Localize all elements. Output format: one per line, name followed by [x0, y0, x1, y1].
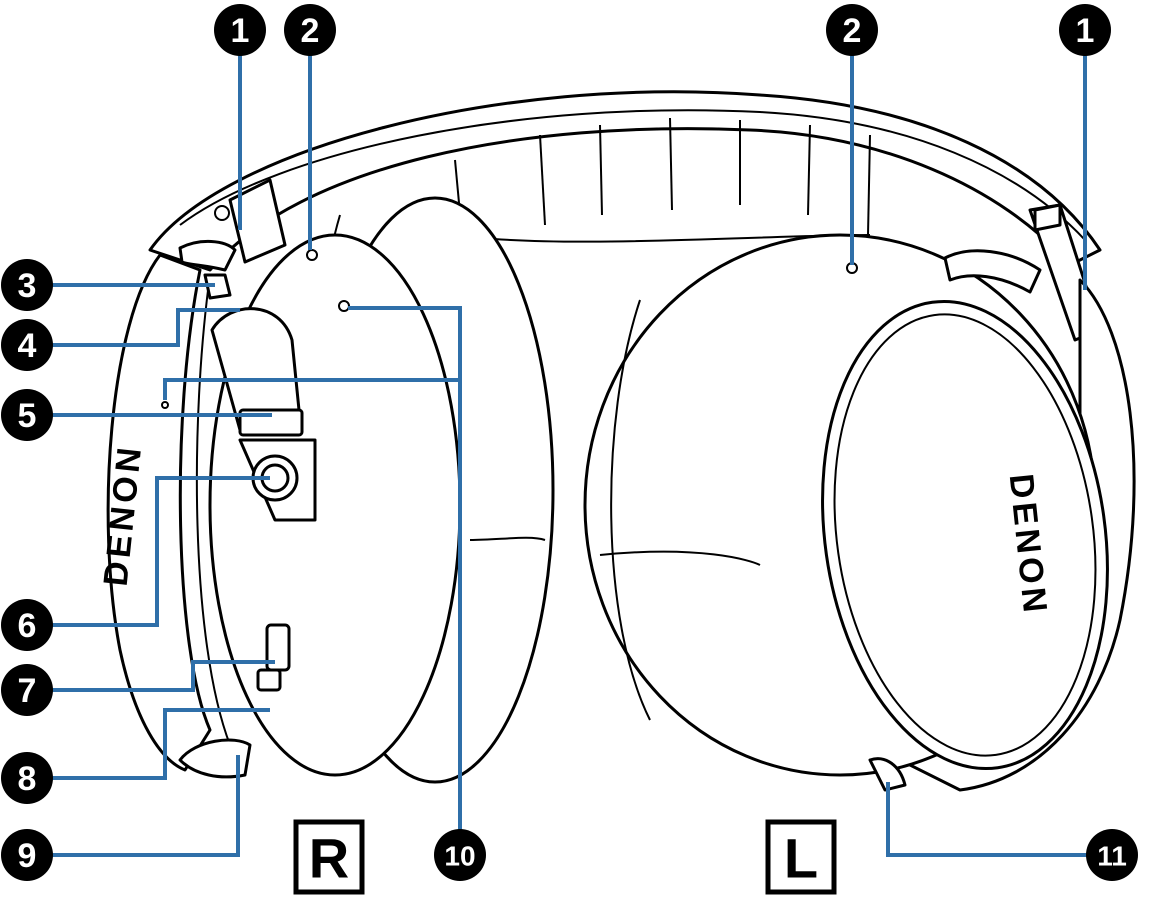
- callout-badges: 1 2 2 1 3 4 5 6: [1, 4, 1138, 881]
- svg-text:11: 11: [1097, 841, 1127, 872]
- callout-9: 9: [1, 829, 53, 881]
- leader-7: [40, 660, 275, 692]
- svg-text:3: 3: [18, 267, 37, 305]
- callout-2-left: 2: [826, 4, 878, 56]
- callout-6: 6: [1, 599, 53, 651]
- right-slider: [214, 178, 287, 264]
- side-label-right-text: R: [309, 827, 349, 890]
- svg-text:1: 1: [231, 12, 250, 50]
- svg-text:9: 9: [18, 837, 37, 875]
- callout-1-left: 1: [1059, 4, 1111, 56]
- leader-10-a: [348, 306, 462, 835]
- svg-text:8: 8: [18, 760, 37, 798]
- callout-8: 8: [1, 752, 53, 804]
- right-earcup: DENON: [97, 196, 555, 784]
- callout-7: 7: [1, 664, 53, 716]
- leader-8: [40, 708, 270, 780]
- leader-11: [886, 782, 1100, 857]
- leader-lines: [40, 52, 1100, 857]
- callout-10: 10: [434, 829, 486, 881]
- callout-4: 4: [1, 319, 53, 371]
- callout-11: 11: [1086, 829, 1138, 881]
- side-label-left: L: [765, 819, 837, 895]
- leader-10-b: [163, 378, 460, 400]
- leader-4: [40, 308, 240, 347]
- svg-text:5: 5: [18, 397, 37, 435]
- side-label-right: R: [293, 819, 365, 895]
- leader-6: [40, 476, 270, 627]
- leader-9: [40, 755, 240, 857]
- side-label-left-text: L: [784, 827, 818, 890]
- headband: [148, 90, 1102, 272]
- svg-text:10: 10: [444, 841, 475, 872]
- svg-text:2: 2: [301, 12, 320, 50]
- svg-text:2: 2: [843, 12, 862, 50]
- svg-text:6: 6: [18, 607, 37, 645]
- svg-text:7: 7: [18, 672, 37, 710]
- callout-5: 5: [1, 389, 53, 441]
- svg-text:1: 1: [1076, 12, 1095, 50]
- callout-3: 3: [1, 259, 53, 311]
- callout-2-right: 2: [284, 4, 336, 56]
- callout-1-right: 1: [214, 4, 266, 56]
- left-earcup: DENON: [583, 233, 1136, 792]
- svg-text:4: 4: [18, 327, 37, 365]
